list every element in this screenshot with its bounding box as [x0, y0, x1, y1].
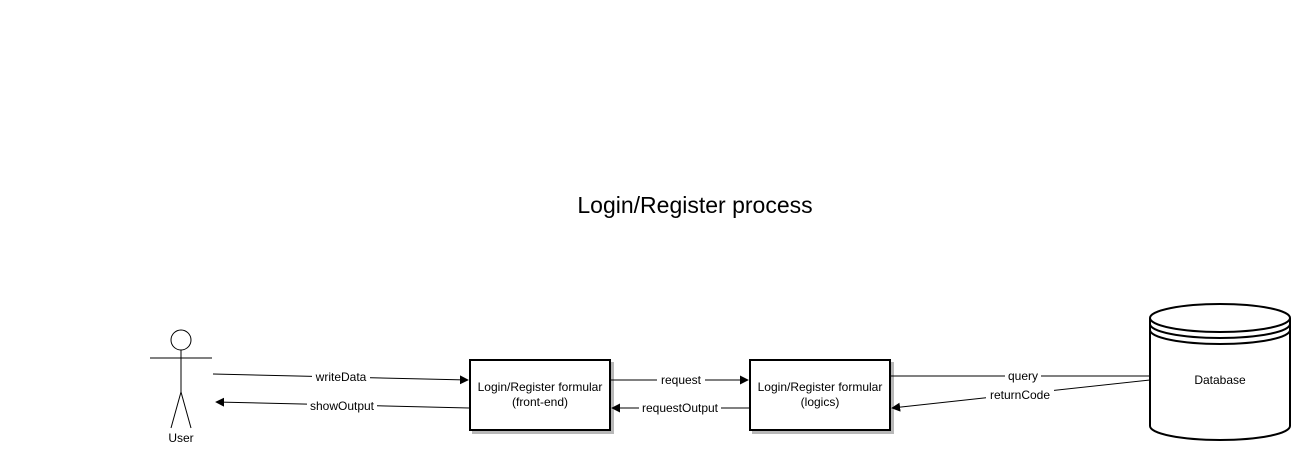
node-frontend-subtitle: (front-end) — [512, 395, 568, 409]
database-cylinder-icon — [1149, 303, 1291, 441]
diagram-title: Login/Register process — [577, 192, 812, 218]
edge-label-query: query — [1008, 369, 1038, 383]
node-database-label: Database — [1194, 373, 1246, 387]
node-logics-title: Login/Register formular — [758, 380, 883, 394]
edge-requestoutput: requestOutput — [611, 401, 749, 415]
edge-label-returncode: returnCode — [990, 388, 1050, 402]
user-actor-icon — [150, 329, 212, 429]
edge-label-request: request — [661, 373, 702, 387]
edge-label-showoutput: showOutput — [310, 399, 375, 413]
node-frontend: Login/Register formular (front-end) — [469, 359, 611, 431]
node-logics-subtitle: (logics) — [801, 395, 840, 409]
edge-showoutput: showOutput — [215, 397, 470, 413]
user-actor-label: User — [168, 431, 193, 445]
node-frontend-title: Login/Register formular — [478, 380, 603, 394]
edge-writedata: writeData — [212, 370, 469, 385]
edge-query: query — [891, 369, 1151, 383]
edge-request: request — [611, 373, 749, 387]
node-logics: Login/Register formular (logics) — [749, 359, 891, 431]
edge-label-writedata: writeData — [315, 370, 367, 384]
node-database: Database — [1149, 303, 1291, 441]
edge-label-requestoutput: requestOutput — [642, 401, 719, 415]
edge-returncode: returnCode — [891, 379, 1151, 412]
